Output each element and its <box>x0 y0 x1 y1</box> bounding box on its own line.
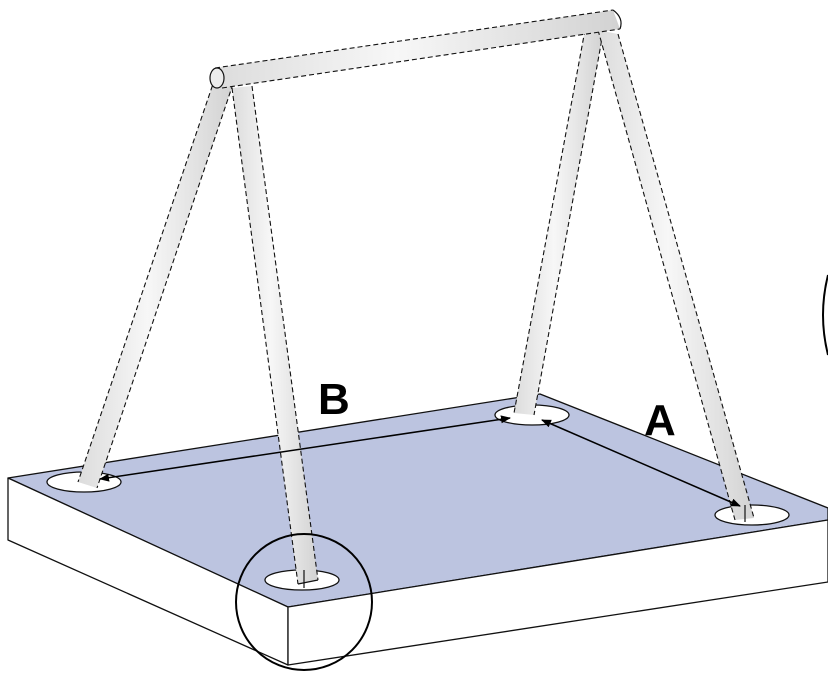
detail-callout-circle <box>235 533 373 671</box>
edge-arc <box>822 274 828 356</box>
leg-back-left <box>77 77 234 489</box>
label-a: A <box>644 396 676 445</box>
platform <box>7 393 828 666</box>
platform-right-face <box>287 519 828 666</box>
dimensions: B A <box>99 375 741 507</box>
leg-back-right <box>513 29 604 416</box>
top-crossbar <box>209 9 622 89</box>
dimension-b-arrow <box>99 415 511 482</box>
crossbar-end-left <box>209 67 225 89</box>
label-b: B <box>318 375 350 424</box>
dimension-a-arrow <box>541 419 741 507</box>
